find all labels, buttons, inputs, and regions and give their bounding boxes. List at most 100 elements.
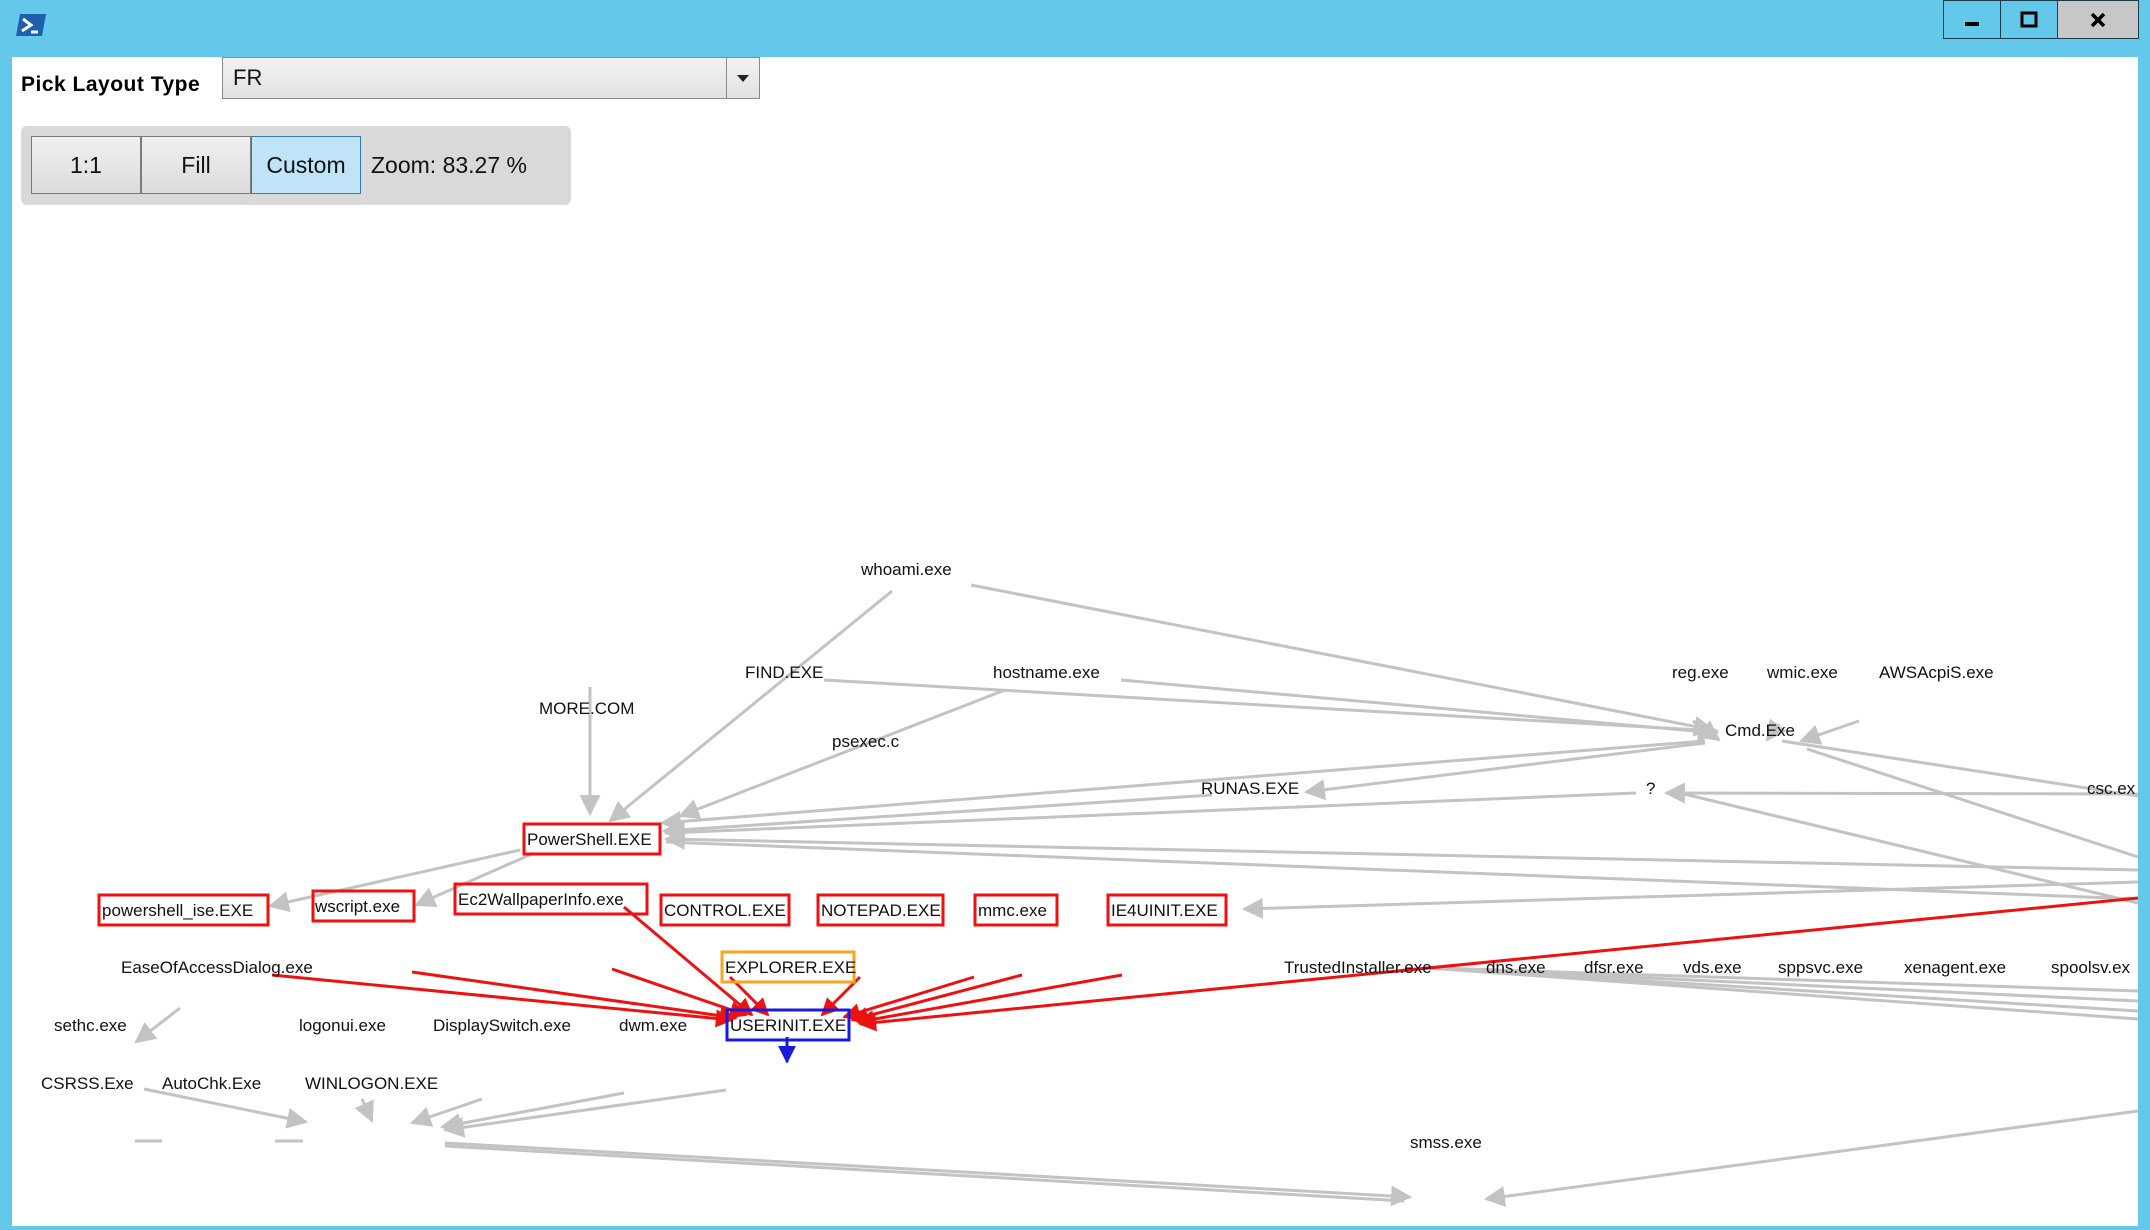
edge bbox=[444, 1144, 1405, 1203]
title-bar bbox=[0, 0, 2150, 55]
node-whoami[interactable]: whoami.exe bbox=[860, 560, 952, 579]
node-vds[interactable]: vds.exe bbox=[1683, 958, 1742, 977]
close-icon bbox=[2090, 12, 2106, 27]
edge bbox=[608, 589, 893, 823]
minimize-icon bbox=[1965, 21, 1979, 26]
node-dns[interactable]: dns.exe bbox=[1486, 958, 1546, 977]
edge bbox=[442, 1088, 727, 1138]
edge bbox=[439, 1091, 625, 1134]
edge bbox=[1431, 966, 2138, 1013]
edge bbox=[663, 828, 2138, 872]
edge-highlight bbox=[623, 905, 754, 1017]
node-hostname[interactable]: hostname.exe bbox=[993, 663, 1100, 682]
node-logonui[interactable]: logonui.exe bbox=[299, 1016, 386, 1035]
node-more[interactable]: MORE.COM bbox=[539, 699, 634, 718]
edge-layer bbox=[134, 583, 2138, 1207]
node-spoolsv[interactable]: spoolsv.ex bbox=[2051, 958, 2131, 977]
node-box-ie4uinit bbox=[1106, 893, 1228, 927]
edge-highlight bbox=[842, 975, 975, 1021]
node-control[interactable]: CONTROL.EXE bbox=[664, 901, 786, 920]
edge bbox=[1241, 880, 2138, 919]
node-easeofaccess[interactable]: EaseOfAccessDialog.exe bbox=[121, 958, 313, 977]
node-wscript[interactable]: wscript.exe bbox=[314, 897, 400, 916]
edge bbox=[678, 688, 1006, 819]
node-box-userinit bbox=[725, 1008, 851, 1042]
node-question[interactable]: ? bbox=[1646, 779, 1655, 798]
edge bbox=[354, 1098, 374, 1123]
node-box-notepad bbox=[816, 893, 945, 927]
node-cmd[interactable]: Cmd.Exe bbox=[1725, 721, 1795, 740]
node-smss[interactable]: smss.exe bbox=[1410, 1133, 1482, 1152]
node-xenagent[interactable]: xenagent.exe bbox=[1904, 958, 2006, 977]
node-autochk[interactable]: AutoChk.Exe bbox=[162, 1074, 261, 1093]
node-explorer[interactable]: EXPLORER.EXE bbox=[725, 958, 856, 977]
node-csrss[interactable]: CSRSS.Exe bbox=[41, 1074, 134, 1093]
edge bbox=[1799, 719, 1860, 745]
node-box-powershell bbox=[522, 822, 662, 856]
node-powershell[interactable]: PowerShell.EXE bbox=[527, 830, 652, 849]
maximize-button[interactable] bbox=[2000, 0, 2057, 39]
zoom-custom-button[interactable]: Custom bbox=[251, 136, 361, 194]
edge bbox=[1806, 747, 2138, 859]
edge bbox=[823, 678, 1720, 741]
node-box-wscript bbox=[311, 889, 416, 923]
node-powershell-ise[interactable]: powershell_ise.EXE bbox=[102, 901, 253, 920]
edge bbox=[1435, 966, 2138, 993]
edge-highlight bbox=[271, 973, 734, 1028]
edge-highlight bbox=[611, 967, 748, 1019]
node-csc[interactable]: csc.ex bbox=[2087, 779, 2136, 798]
node-psexec[interactable]: psexec.c bbox=[832, 732, 900, 751]
edge bbox=[1303, 741, 1706, 801]
edge bbox=[659, 739, 1706, 832]
edge bbox=[444, 1141, 1413, 1207]
node-box-layer bbox=[97, 822, 1228, 1042]
edge bbox=[410, 1097, 483, 1127]
node-box-mmc bbox=[973, 893, 1059, 927]
node-wmic[interactable]: wmic.exe bbox=[1766, 663, 1838, 682]
node-awsacpis[interactable]: AWSAcpiS.exe bbox=[1879, 663, 1994, 682]
node-box-explorer bbox=[720, 950, 856, 984]
node-sppsvc[interactable]: sppsvc.exe bbox=[1778, 958, 1863, 977]
edge-highlight bbox=[411, 970, 738, 1025]
edge bbox=[970, 583, 1716, 737]
node-sethc[interactable]: sethc.exe bbox=[54, 1016, 127, 1035]
layout-type-dropdown[interactable]: FR bbox=[222, 57, 760, 99]
node-winlogon[interactable]: WINLOGON.EXE bbox=[305, 1074, 438, 1093]
process-graph[interactable]: whoami.exe FIND.EXE hostname.exe MORE.CO… bbox=[12, 57, 2138, 1226]
edge-highlight bbox=[850, 973, 1023, 1025]
edge bbox=[143, 1087, 309, 1129]
node-reg[interactable]: reg.exe bbox=[1672, 663, 1729, 682]
node-runas[interactable]: RUNAS.EXE bbox=[1201, 779, 1299, 798]
edge bbox=[1692, 719, 1721, 742]
edge bbox=[661, 793, 1213, 841]
powershell-icon bbox=[16, 14, 46, 36]
node-dwm[interactable]: dwm.exe bbox=[619, 1016, 687, 1035]
node-ie4uinit[interactable]: IE4UINIT.EXE bbox=[1111, 901, 1218, 920]
minimize-button[interactable] bbox=[1943, 0, 2000, 39]
edge-highlight bbox=[856, 973, 1123, 1029]
main-panel: Pick Layout Type FR 1:1 Fill Custom Zoom… bbox=[12, 57, 2138, 1226]
close-button[interactable] bbox=[2057, 0, 2139, 39]
edge bbox=[663, 791, 1637, 843]
node-trustedinstaller[interactable]: TrustedInstaller.exe bbox=[1284, 958, 1432, 977]
layout-type-value: FR bbox=[233, 65, 263, 90]
edge bbox=[134, 1006, 181, 1044]
edge bbox=[1483, 1109, 2138, 1207]
zoom-toolbar: 1:1 Fill Custom Zoom: 83.27 % bbox=[21, 126, 571, 205]
zoom-1to1-button[interactable]: 1:1 bbox=[31, 136, 141, 194]
node-displayswitch[interactable]: DisplaySwitch.exe bbox=[433, 1016, 571, 1035]
node-find[interactable]: FIND.EXE bbox=[745, 663, 823, 682]
node-box-powershell-ise bbox=[97, 893, 270, 927]
node-notepad[interactable]: NOTEPAD.EXE bbox=[821, 901, 941, 920]
zoom-level-readout: Zoom: 83.27 % bbox=[371, 152, 527, 178]
edge bbox=[1765, 718, 1787, 742]
edge-highlight bbox=[858, 896, 2138, 1032]
dropdown-arrow-icon[interactable] bbox=[726, 58, 759, 98]
edge bbox=[1435, 966, 2138, 1003]
node-userinit[interactable]: USERINIT.EXE bbox=[730, 1016, 846, 1035]
node-box-control bbox=[659, 893, 791, 927]
zoom-fill-button[interactable]: Fill bbox=[141, 136, 251, 194]
node-dfsr[interactable]: dfsr.exe bbox=[1584, 958, 1644, 977]
node-mmc[interactable]: mmc.exe bbox=[978, 901, 1047, 920]
node-ec2wallpaper[interactable]: Ec2WallpaperInfo.exe bbox=[458, 890, 624, 909]
